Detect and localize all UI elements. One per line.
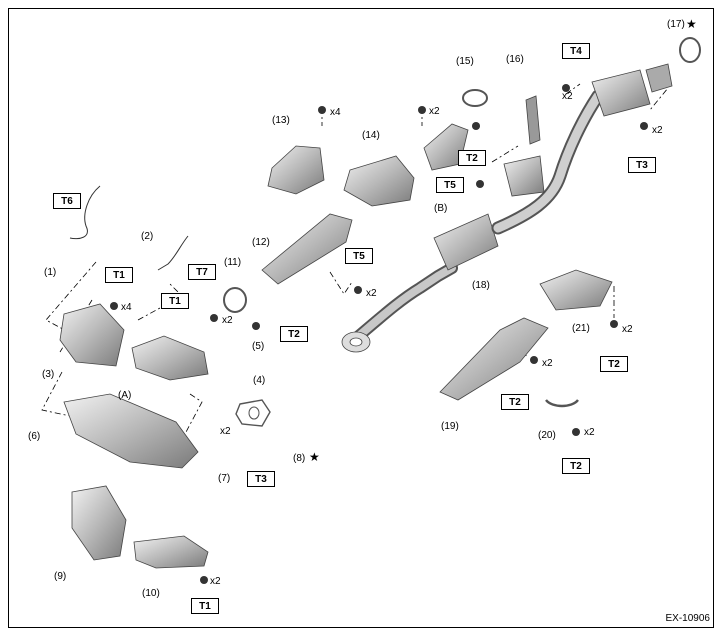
torque-box-t2-lower: T2 xyxy=(562,458,590,474)
qty-t1-upper: x4 xyxy=(121,302,132,313)
torque-box-t5-left: T5 xyxy=(345,248,373,264)
callout-4: (4) xyxy=(253,375,266,386)
callout-12: (12) xyxy=(252,237,270,248)
callout-3: (3) xyxy=(42,369,55,380)
manifold-parts xyxy=(59,303,209,569)
torque-box-t1-upper: T1 xyxy=(105,267,133,283)
qty-t3-right: x2 xyxy=(652,125,663,136)
torque-box-t4: T4 xyxy=(562,43,590,59)
fasteners xyxy=(110,84,648,584)
qty-t1-lower: x2 xyxy=(210,576,221,587)
callout-A: (A) xyxy=(118,390,132,401)
diagram-frame xyxy=(8,8,714,628)
callout-17: (17) xyxy=(667,19,685,30)
rear-shields xyxy=(439,95,613,401)
callout-19: (19) xyxy=(441,421,459,432)
qty-t2-lower: x2 xyxy=(584,427,595,438)
torque-box-t1-mid: T1 xyxy=(161,293,189,309)
torque-box-t2-upper: T2 xyxy=(458,150,486,166)
qty-t3-left: x2 xyxy=(220,426,231,437)
torque-box-t1-lower: T1 xyxy=(191,598,219,614)
callout-2: (2) xyxy=(141,231,154,242)
callout-21: (21) xyxy=(572,323,590,334)
qty-t2-mid: x2 xyxy=(542,358,553,369)
qty-t5-left: x2 xyxy=(366,288,377,299)
center-shields xyxy=(261,123,469,285)
callout-8: (8) xyxy=(293,453,306,464)
rings-and-gaskets xyxy=(223,37,701,427)
torque-box-t3-right: T3 xyxy=(628,157,656,173)
qty-t1-mid: x2 xyxy=(222,315,233,326)
torque-box-t6: T6 xyxy=(53,193,81,209)
qty-bolt-13: x4 xyxy=(330,107,341,118)
callout-1: (1) xyxy=(44,267,57,278)
figure-code: EX-10906 xyxy=(665,613,710,624)
sensor-wires xyxy=(69,185,189,271)
callout-7: (7) xyxy=(218,473,231,484)
torque-box-t5-right: T5 xyxy=(436,177,464,193)
torque-box-t3-left: T3 xyxy=(247,471,275,487)
torque-box-t2-right: T2 xyxy=(600,356,628,372)
callout-5: (5) xyxy=(252,341,265,352)
torque-box-t2-left: T2 xyxy=(280,326,308,342)
main-exhaust-pipe xyxy=(341,63,673,353)
callout-B: (B) xyxy=(434,203,448,214)
star-8: ★ xyxy=(309,450,320,464)
callout-6: (6) xyxy=(28,431,41,442)
callout-11: (11) xyxy=(224,257,242,268)
callout-16: (16) xyxy=(506,54,524,65)
torque-box-t7: T7 xyxy=(188,264,216,280)
callout-15: (15) xyxy=(456,56,474,67)
callout-20: (20) xyxy=(538,430,556,441)
star-17: ★ xyxy=(686,17,697,31)
callout-13: (13) xyxy=(272,115,290,126)
callout-10: (10) xyxy=(142,588,160,599)
qty-t4: x2 xyxy=(562,91,573,102)
callout-9: (9) xyxy=(54,571,67,582)
callout-18: (18) xyxy=(472,280,490,291)
callout-14: (14) xyxy=(362,130,380,141)
qty-bolt-14: x2 xyxy=(429,106,440,117)
qty-t2-right: x2 xyxy=(622,324,633,335)
torque-box-t2-mid: T2 xyxy=(501,394,529,410)
